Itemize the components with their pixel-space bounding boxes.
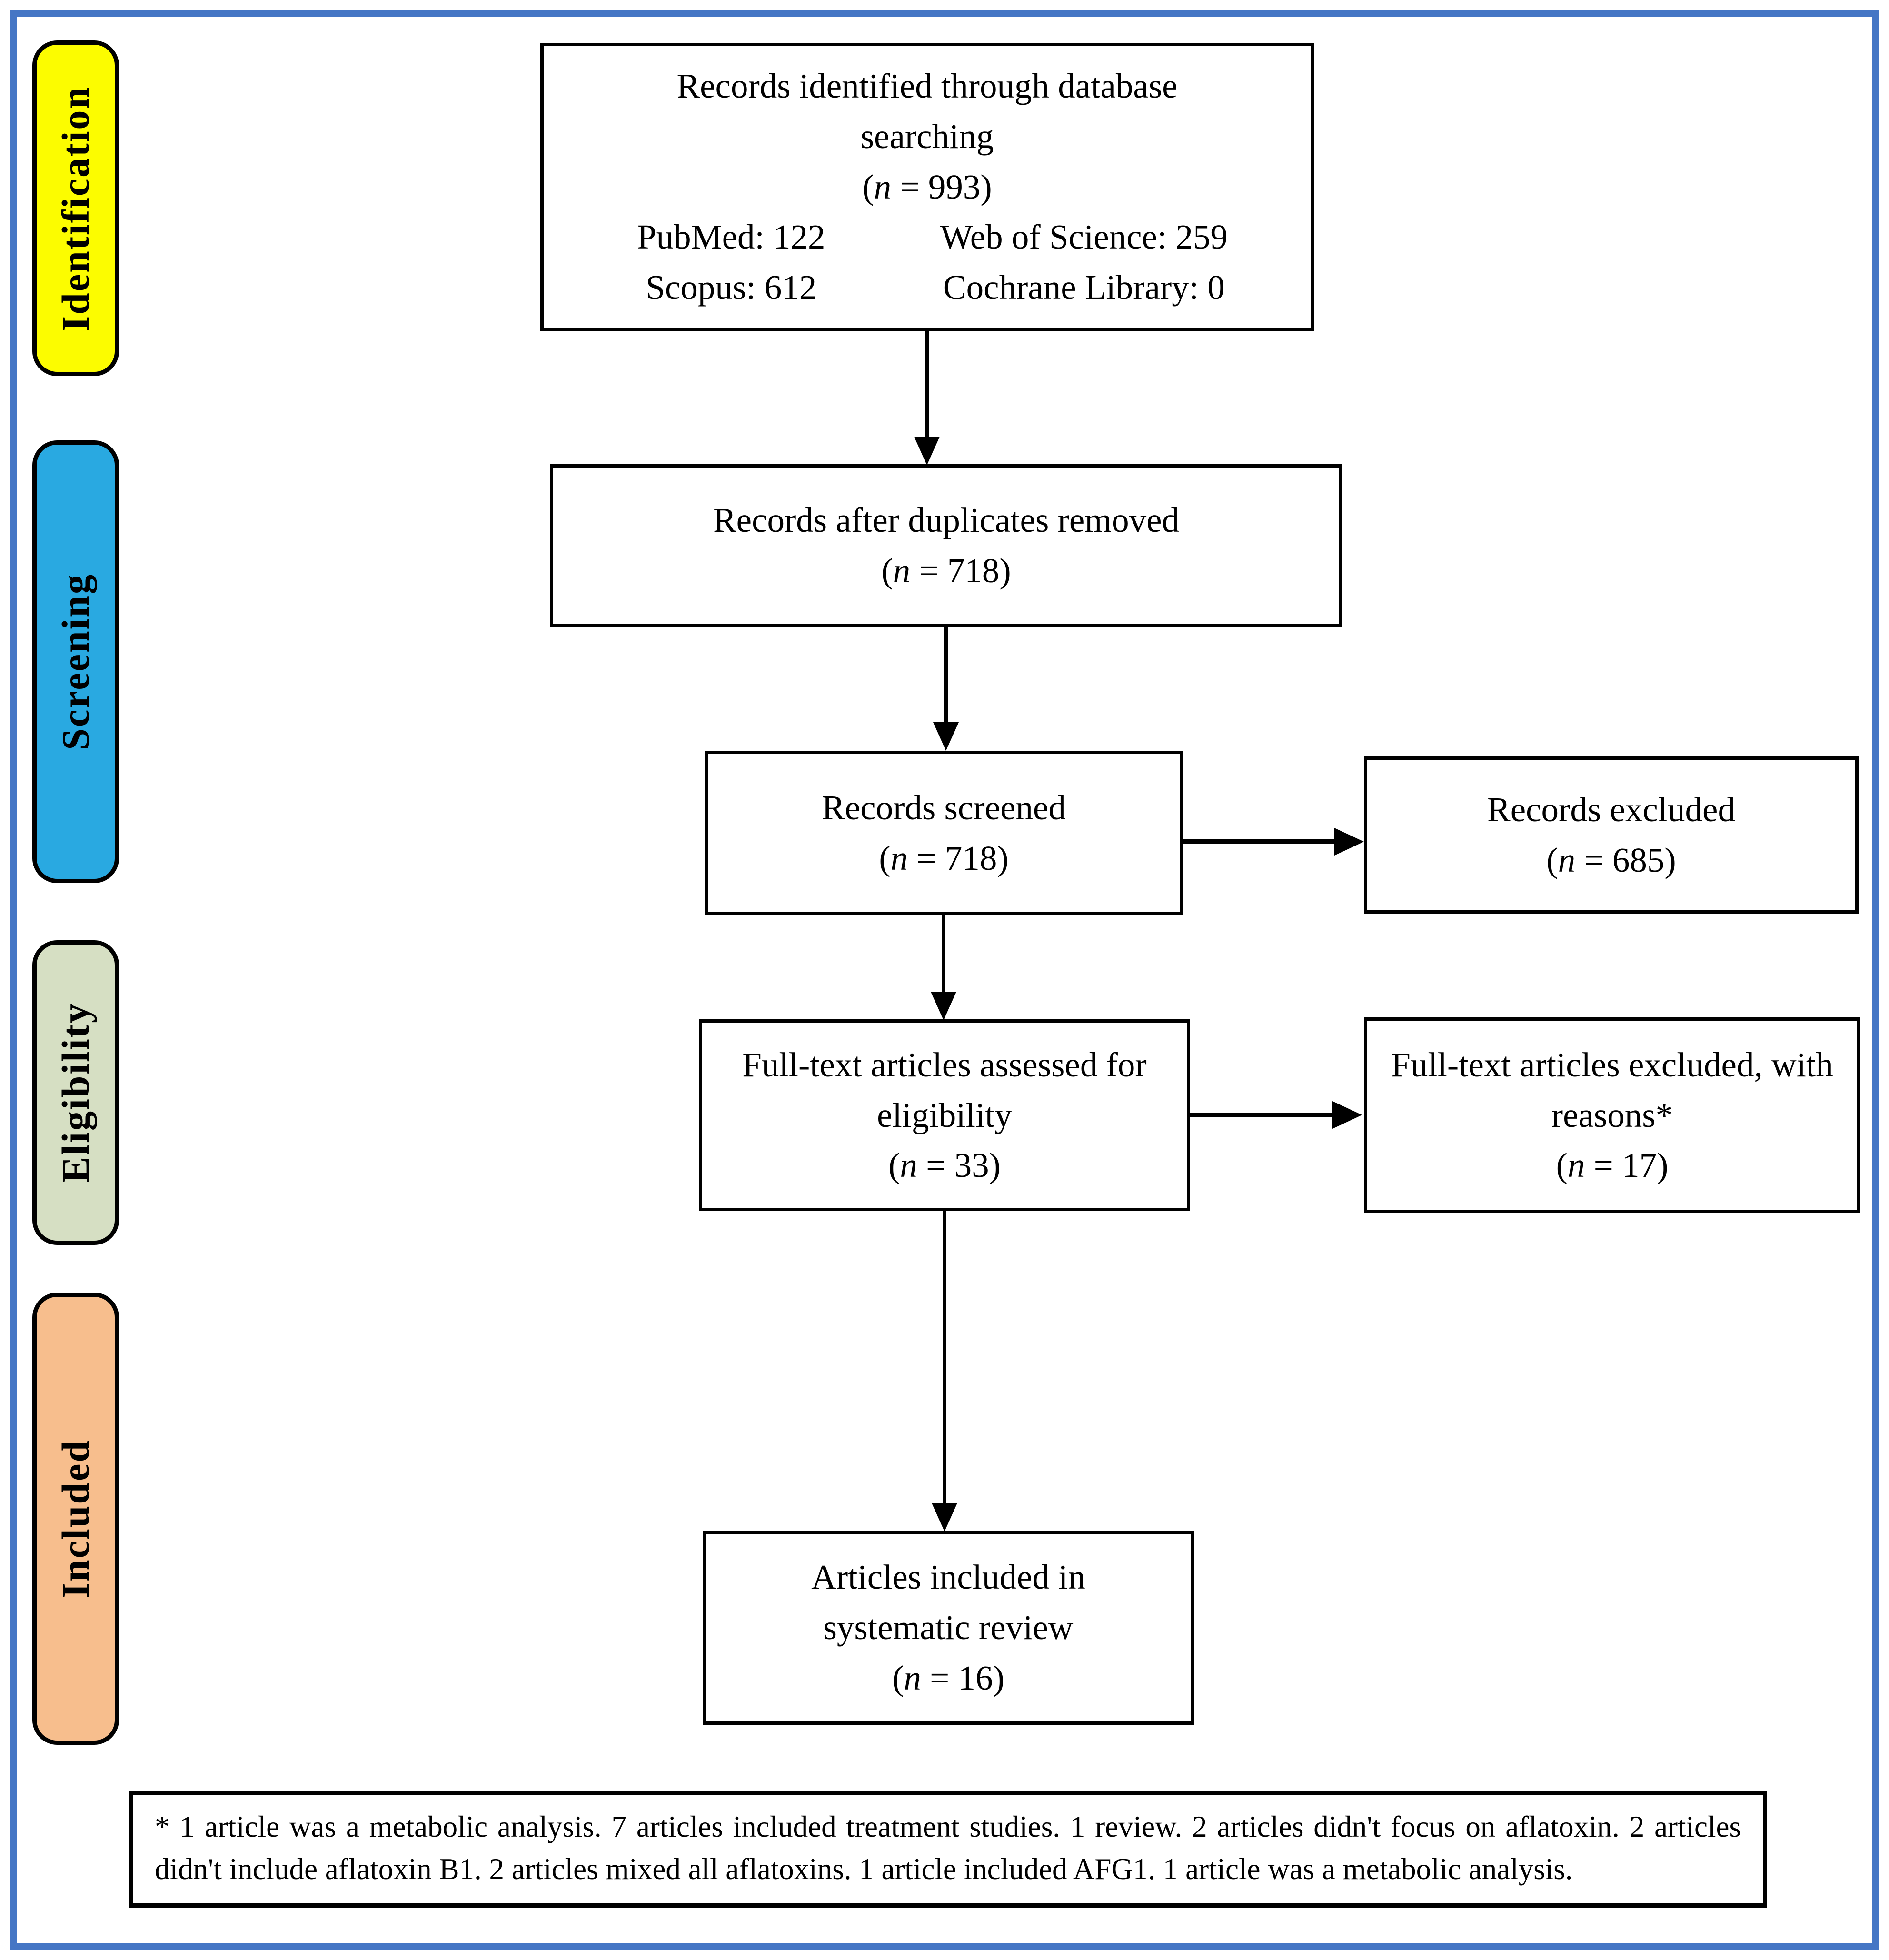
arrow-head-screened-to-fulltext — [931, 992, 956, 1020]
box-n-count: (n = 685) — [1546, 841, 1676, 879]
arrow-line-fulltext-to-excluded — [1190, 1113, 1334, 1117]
stage-label-text: Eligibility — [54, 1002, 97, 1183]
stage-label-text: Screening — [54, 573, 97, 750]
stage-label-included: Included — [32, 1293, 119, 1745]
box-title: Articles included in systematic review — [811, 1558, 1085, 1647]
arrow-head-fulltext-to-included — [932, 1503, 957, 1532]
arrow-head-fulltext-to-excluded — [1332, 1101, 1362, 1129]
box-n-count: (n = 17) — [1556, 1146, 1669, 1185]
box-n-count: (n = 718) — [881, 551, 1011, 590]
box-fulltext-assessed: Full-text articles assessed for eligibil… — [699, 1019, 1190, 1211]
arrow-line-deduplicated-to-screened — [944, 627, 948, 723]
stage-label-identification: Identification — [32, 40, 119, 376]
stage-label-eligibility: Eligibility — [32, 940, 119, 1245]
arrow-line-identified-to-deduplicated — [925, 331, 929, 438]
box-title: Records after duplicates removed — [713, 501, 1179, 540]
arrow-head-identified-to-deduplicated — [914, 437, 940, 465]
box-n-count: (n = 16) — [892, 1658, 1004, 1697]
box-n-count: (n = 718) — [879, 839, 1009, 877]
database-source-counts: PubMed: 122 Web of Science: 259 Scopus: … — [574, 212, 1280, 313]
box-title: Records excluded — [1487, 790, 1735, 829]
stage-label-text: Identification — [54, 85, 97, 331]
box-title: Full-text articles assessed for eligibil… — [742, 1045, 1147, 1134]
box-title: Records screened — [822, 788, 1066, 827]
box-title: Full-text articles excluded, with reason… — [1391, 1045, 1833, 1134]
footnote-exclusion-reasons: * 1 article was a metabolic analysis. 7 … — [129, 1791, 1767, 1908]
box-articles-included: Articles included in systematic review (… — [703, 1531, 1194, 1725]
source-cochrane: Cochrane Library: 0 — [943, 268, 1225, 307]
arrow-head-deduplicated-to-screened — [933, 722, 959, 751]
arrow-line-screened-to-fulltext — [942, 915, 945, 993]
box-title: Records identified through database sear… — [676, 66, 1178, 156]
source-pubmed: PubMed: 122 — [637, 218, 825, 257]
box-records-screened: Records screened (n = 718) — [705, 751, 1183, 915]
source-web-of-science: Web of Science: 259 — [940, 218, 1228, 257]
arrow-line-fulltext-to-included — [943, 1211, 946, 1504]
stage-label-text: Included — [54, 1439, 97, 1598]
box-records-identified: Records identified through database sear… — [540, 43, 1314, 331]
box-n-count: (n = 33) — [888, 1146, 1001, 1185]
box-duplicates-removed: Records after duplicates removed (n = 71… — [550, 464, 1342, 627]
arrow-head-screened-to-excluded — [1334, 828, 1364, 856]
stage-label-screening: Screening — [32, 440, 119, 883]
box-fulltext-excluded: Full-text articles excluded, with reason… — [1364, 1017, 1860, 1213]
box-n-count: (n = 993) — [862, 167, 992, 206]
outer-frame — [10, 10, 1879, 1950]
box-records-excluded: Records excluded (n = 685) — [1364, 756, 1859, 914]
arrow-line-screened-to-excluded — [1183, 839, 1336, 844]
source-scopus: Scopus: 612 — [646, 268, 817, 307]
